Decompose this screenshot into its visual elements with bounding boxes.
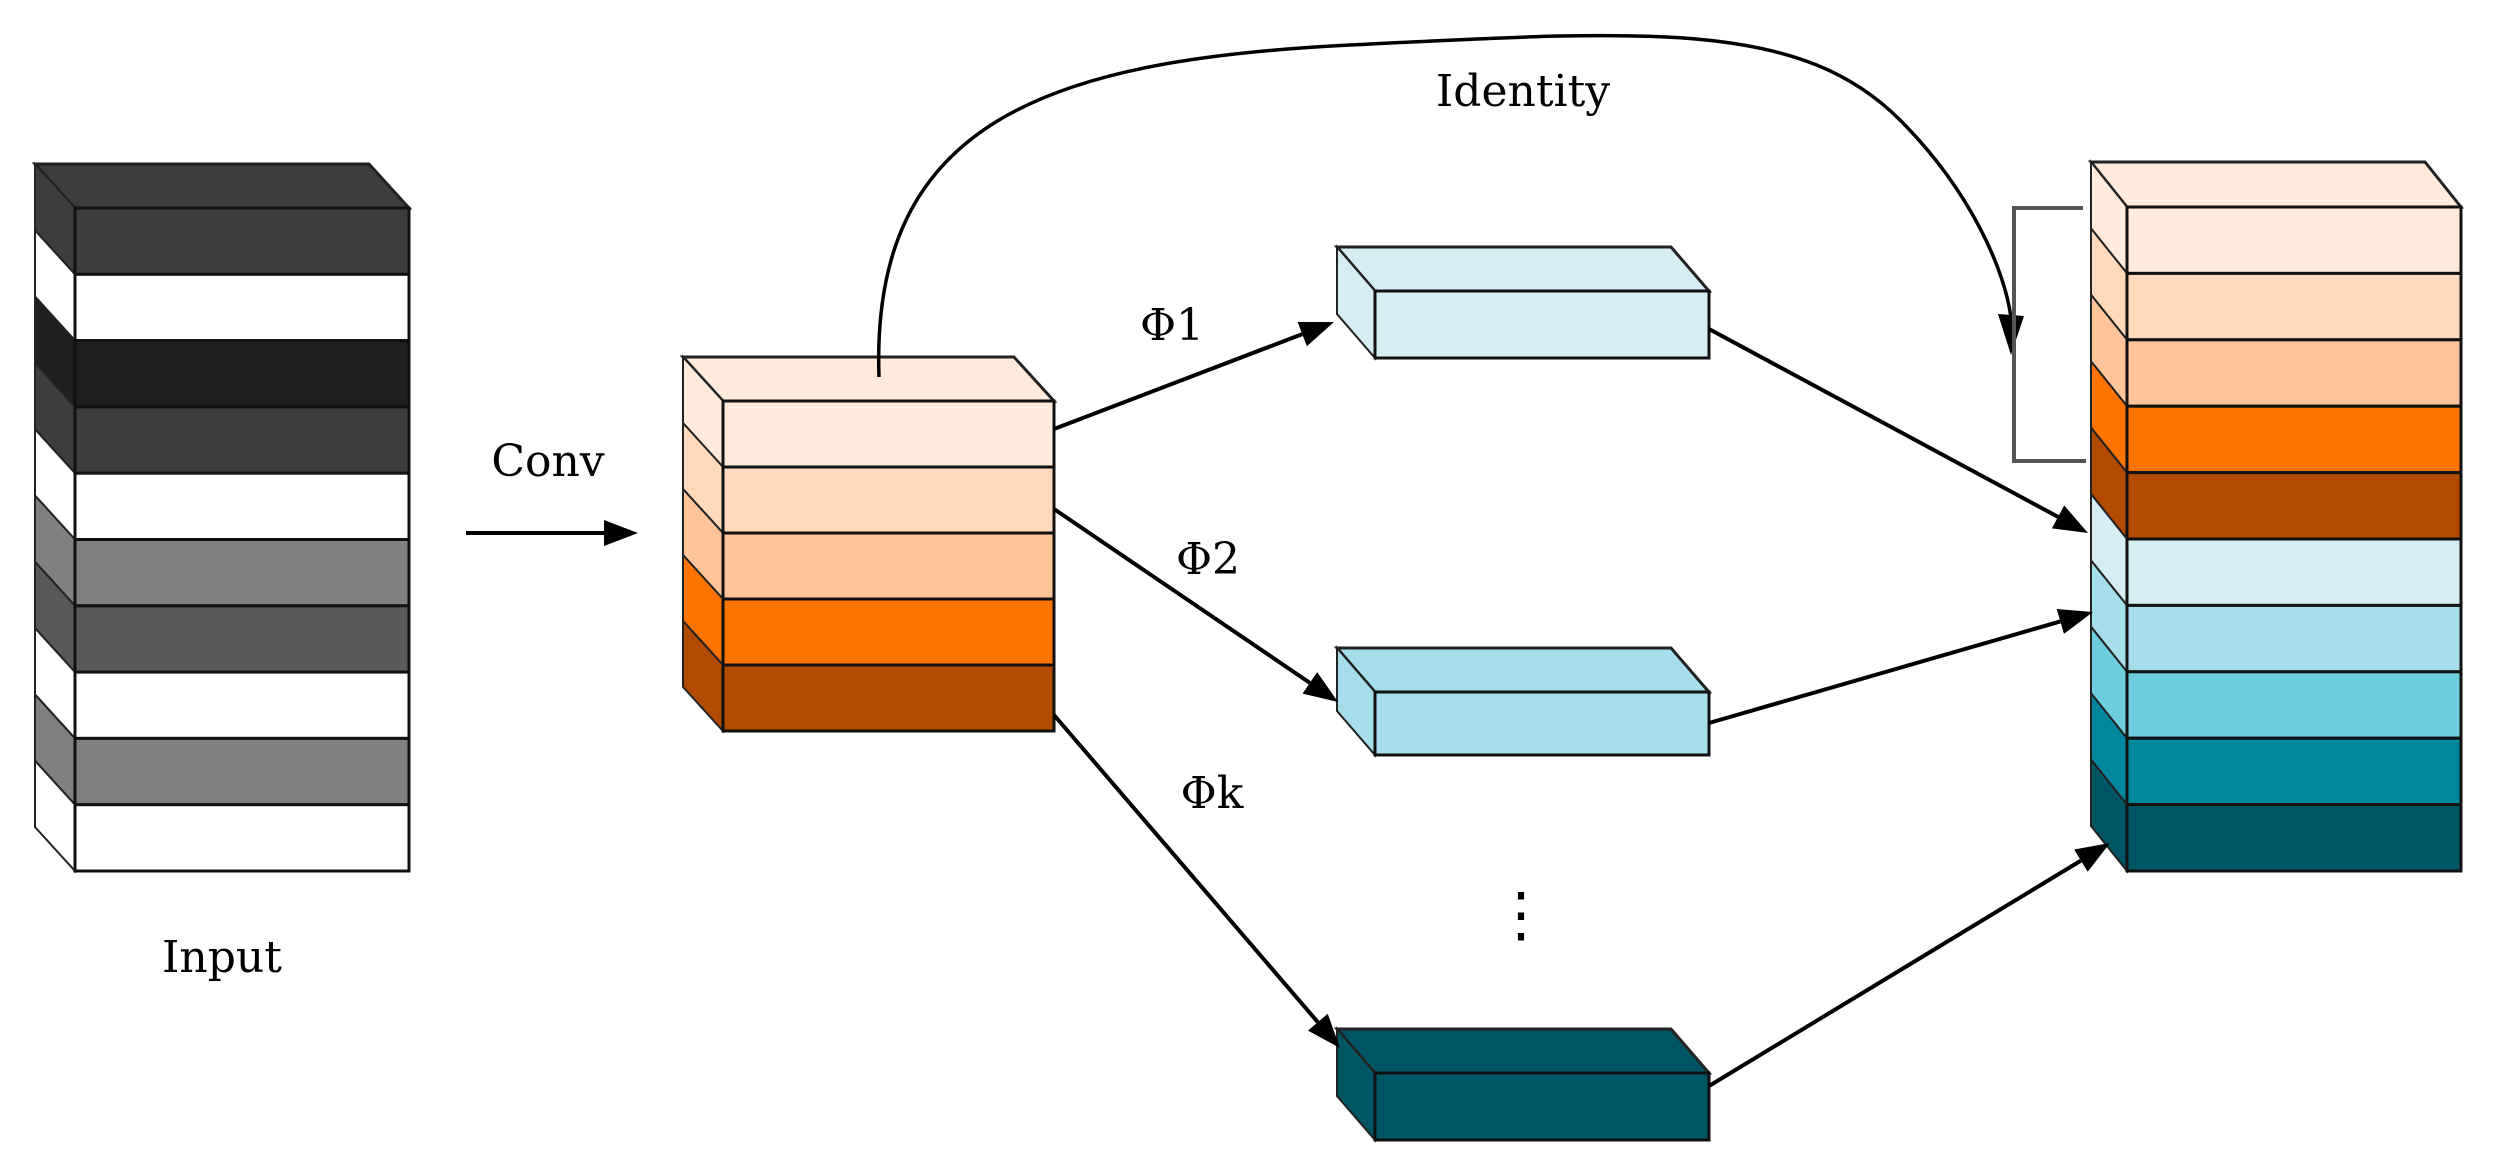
output-block-layer <box>2125 338 2463 408</box>
input-block-layer <box>73 803 411 873</box>
conv-block-top-face <box>679 355 1058 403</box>
phik-block <box>1333 1026 1713 1143</box>
ellipsis: ⋮ <box>1491 880 1551 950</box>
output-block-layer <box>2125 670 2463 740</box>
phik-to-output-arrow-line <box>1707 858 2082 1088</box>
phi1-arrow-head <box>1297 321 1334 347</box>
identity-label: Identity <box>1436 66 1610 117</box>
input-block-layer <box>73 272 411 343</box>
phi1-block-top-face <box>1333 245 1713 293</box>
input-block-layer <box>73 670 411 740</box>
phi2-to-output-arrow <box>1708 608 2093 725</box>
input-block-layer <box>73 206 411 276</box>
phi2-to-output-arrow-line <box>1708 619 2061 725</box>
phi1-label: Φ1 <box>1140 300 1204 351</box>
phi2-to-output-arrow-head <box>2056 608 2093 634</box>
phik-arrow <box>1052 713 1340 1048</box>
phi2-arrow <box>1052 507 1338 702</box>
phi2-label: Φ2 <box>1176 534 1240 585</box>
input-label: Input <box>162 932 282 983</box>
phi1-to-output-arrow-line <box>1708 327 2060 519</box>
conv-label: Conv <box>491 436 604 487</box>
input-block-layer <box>73 604 411 674</box>
phik-label: Φk <box>1181 768 1244 819</box>
phi2-block-layer <box>1373 690 1711 757</box>
input-block-layer <box>73 339 411 409</box>
phi2-block <box>1333 645 1713 758</box>
conv-block-layer <box>721 465 1056 535</box>
phi2-arrow-line <box>1052 507 1312 685</box>
phi1-block-layer <box>1373 289 1711 360</box>
phik-to-output-arrow <box>1707 843 2110 1088</box>
phik-block-layer <box>1373 1071 1711 1142</box>
phi1-block <box>1333 244 1713 361</box>
conv-block <box>679 354 1058 734</box>
identity-arrow <box>877 33 2024 378</box>
conv-block-layer <box>721 597 1056 667</box>
output-block-top-face <box>2087 160 2465 209</box>
phi1-arrow-line <box>1053 332 1303 431</box>
output-block-layer <box>2125 271 2463 342</box>
phi1-to-output-arrow <box>1708 327 2088 533</box>
input-block-layer <box>73 538 411 608</box>
phi2-block-top-face <box>1333 646 1713 694</box>
identity-curve <box>877 33 2013 378</box>
output-block-layer <box>2125 471 2463 541</box>
phik-arrow-head <box>1307 1013 1340 1048</box>
conv-block-layer <box>721 663 1056 733</box>
identity-arrow-head <box>1998 314 2024 355</box>
identity-bracket <box>2012 206 2086 463</box>
output-block-layer <box>2125 537 2463 607</box>
phi1-arrow <box>1053 321 1334 431</box>
output-block-layer <box>2125 205 2463 275</box>
output-block-layer <box>2125 803 2463 873</box>
output-block-layer <box>2125 736 2463 807</box>
output-block-layer <box>2125 404 2463 475</box>
input-block-layer <box>73 405 411 475</box>
input-block-layer <box>73 471 411 542</box>
conv-arrow <box>466 520 638 546</box>
conv-arrow-head <box>604 520 638 546</box>
input-block-top-face <box>31 162 413 210</box>
output-block <box>2087 159 2465 874</box>
phi1-to-output-arrow-head <box>2051 505 2088 533</box>
conv-block-layer <box>721 531 1056 601</box>
output-block-layer <box>2125 603 2463 674</box>
phik-to-output-arrow-head <box>2074 843 2110 872</box>
input-block-layer <box>73 736 411 807</box>
conv-block-layer <box>721 399 1056 469</box>
input-block <box>31 161 413 874</box>
phi2-arrow-head <box>1302 672 1338 702</box>
phik-arrow-line <box>1052 713 1320 1024</box>
phik-block-top-face <box>1333 1027 1713 1075</box>
